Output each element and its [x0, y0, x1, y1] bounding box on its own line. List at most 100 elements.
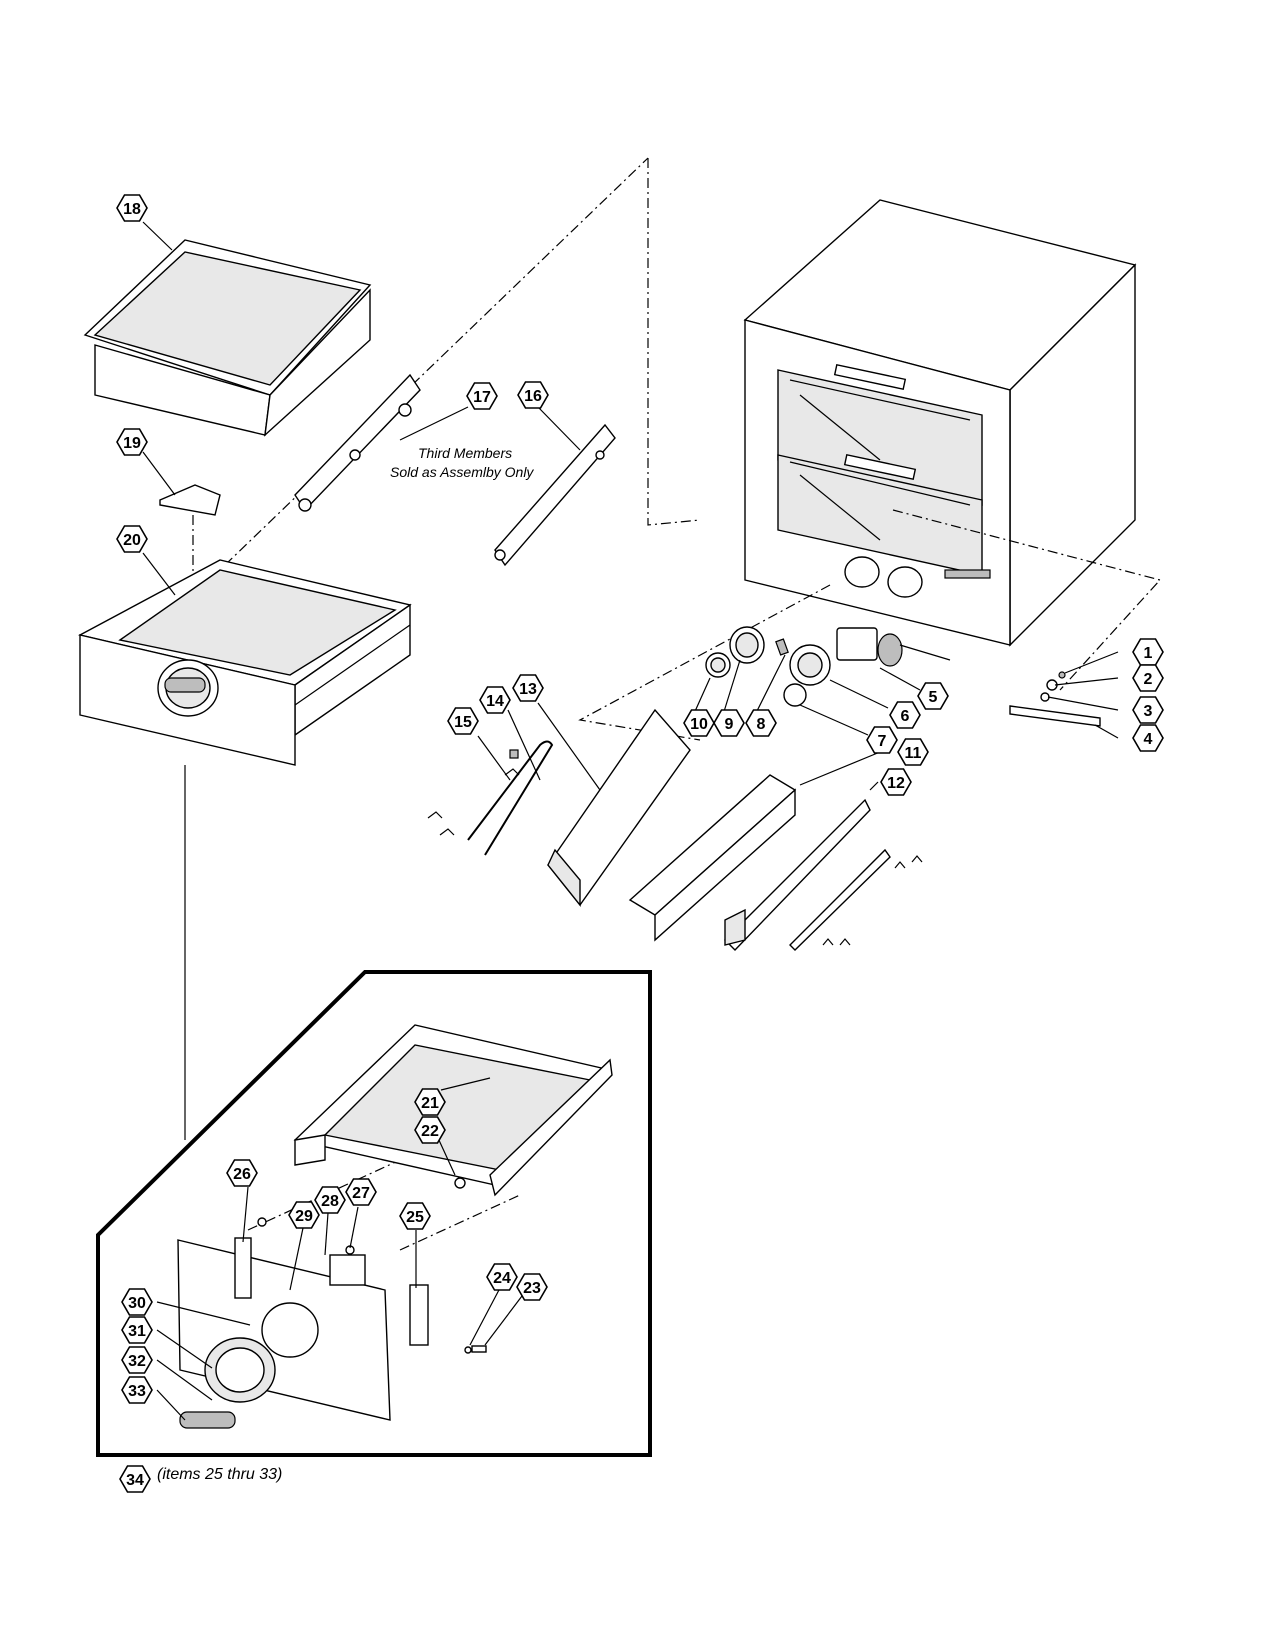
callout-number: 2: [1144, 671, 1153, 688]
cabinet-housing: [743, 199, 1137, 647]
callout-number: 34: [126, 1472, 144, 1489]
callout-number: 15: [454, 714, 472, 731]
callout-number: 22: [421, 1123, 439, 1140]
control-parts: [705, 626, 1101, 727]
callout-hexagon: [121, 1346, 153, 1374]
callout-26: 26: [226, 1159, 258, 1187]
callout-number: 3: [1144, 703, 1153, 720]
callout-hexagon: [314, 1186, 346, 1214]
callout-hexagon: [889, 701, 921, 729]
callout-number: 16: [524, 388, 542, 405]
callout-20: 20: [116, 525, 148, 553]
callout-hexagon: [116, 428, 148, 456]
callout-number: 4: [1144, 731, 1153, 748]
callout-21: 21: [414, 1088, 446, 1116]
callout-number: 31: [128, 1323, 146, 1340]
inset-frame: [96, 970, 652, 1457]
callout-hexagon: [866, 726, 898, 754]
callout-number: 7: [878, 733, 887, 750]
callout-hexagon: [517, 381, 549, 409]
callout-hexagon: [121, 1316, 153, 1344]
callout-34: 34: [119, 1465, 151, 1493]
callout-11: 11: [897, 738, 929, 766]
callout-29: 29: [288, 1201, 320, 1229]
callout-28: 28: [314, 1186, 346, 1214]
callout-hexagon: [683, 709, 715, 737]
callout-23: 23: [516, 1273, 548, 1301]
callout-number: 1: [1144, 645, 1153, 662]
callout-15: 15: [447, 707, 479, 735]
callout-17: 17: [466, 382, 498, 410]
drawer: [78, 559, 412, 766]
third-members-note-line1: Third Members: [418, 445, 512, 461]
callout-22: 22: [414, 1116, 446, 1144]
callout-hexagon: [447, 707, 479, 735]
callout-9: 9: [713, 709, 745, 737]
callout-hexagon: [119, 1465, 151, 1493]
callout-number: 20: [123, 532, 141, 549]
callout-hexagon: [512, 674, 544, 702]
callout-hexagon: [880, 768, 912, 796]
callout-5: 5: [917, 682, 949, 710]
callout-hexagon: [116, 525, 148, 553]
callout-hexagon: [414, 1088, 446, 1116]
callout-number: 30: [128, 1295, 146, 1312]
callout-hexagon: [1132, 664, 1164, 692]
callout-number: 18: [123, 201, 141, 218]
callout-13: 13: [512, 674, 544, 702]
callout-25: 25: [399, 1202, 431, 1230]
callout-number: 24: [493, 1270, 511, 1287]
callout-16: 16: [517, 381, 549, 409]
bracket-part: [159, 484, 221, 516]
drawer-front-assembly: [177, 1177, 487, 1429]
callout-number: 25: [406, 1209, 424, 1226]
callout-hexagon: [226, 1159, 258, 1187]
callout-27: 27: [345, 1178, 377, 1206]
heater-parts: [427, 708, 691, 907]
callout-hexagon: [486, 1263, 518, 1291]
callout-number: 12: [887, 775, 905, 792]
callout-hexagon: [121, 1376, 153, 1404]
callout-number: 10: [690, 716, 708, 733]
caption-items-25-thru-33: (items 25 thru 33): [157, 1466, 282, 1483]
callout-hexagon: [917, 682, 949, 710]
slide-rails: [294, 373, 616, 567]
callout-hexagon: [399, 1202, 431, 1230]
callout-12: 12: [880, 768, 912, 796]
callout-number: 32: [128, 1353, 146, 1370]
callout-hexagon: [288, 1201, 320, 1229]
callout-8: 8: [745, 709, 777, 737]
callout-hexagon: [1132, 724, 1164, 752]
callout-number: 19: [123, 435, 141, 452]
leader-lines: [142, 221, 1119, 1421]
callout-number: 26: [233, 1166, 251, 1183]
callout-10: 10: [683, 709, 715, 737]
callout-number: 33: [128, 1383, 146, 1400]
callout-33: 33: [121, 1376, 153, 1404]
callout-number: 6: [901, 708, 910, 725]
callout-hexagon: [345, 1178, 377, 1206]
callout-number: 14: [486, 693, 504, 710]
callout-number: 28: [321, 1193, 339, 1210]
callout-number: 11: [905, 745, 922, 762]
callout-4: 4: [1132, 724, 1164, 752]
callout-hexagon: [479, 686, 511, 714]
callout-hexagon: [745, 709, 777, 737]
callout-6: 6: [889, 701, 921, 729]
callout-hexagon: [516, 1273, 548, 1301]
callout-hexagon: [414, 1116, 446, 1144]
callout-number: 29: [295, 1208, 313, 1225]
callout-2: 2: [1132, 664, 1164, 692]
callout-number: 9: [725, 716, 734, 733]
callout-number: 13: [519, 681, 537, 698]
callout-number: 27: [352, 1185, 370, 1202]
callout-number: 21: [421, 1095, 439, 1112]
callout-hexagon: [116, 194, 148, 222]
callout-number: 5: [929, 689, 938, 706]
callout-hexagon: [121, 1288, 153, 1316]
callout-32: 32: [121, 1346, 153, 1374]
pan: [83, 239, 372, 437]
callout-18: 18: [116, 194, 148, 222]
callout-hexagon: [897, 738, 929, 766]
